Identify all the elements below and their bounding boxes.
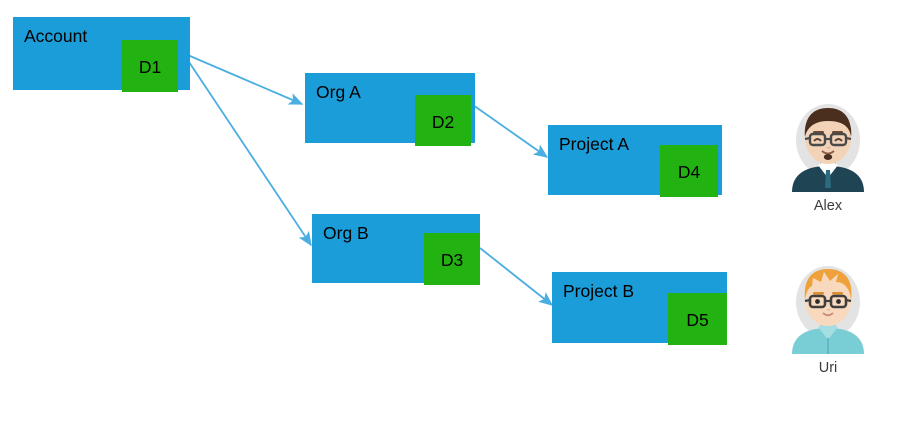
arrow-org-a-to-project-a xyxy=(472,104,549,158)
node-label-org-b: Org B xyxy=(323,223,369,243)
badge-label-d2: D2 xyxy=(431,111,455,132)
badge-d1[interactable]: D1 xyxy=(122,40,178,92)
avatar-uri xyxy=(780,258,876,354)
badge-d2[interactable]: D2 xyxy=(415,95,471,146)
arrow-account-to-org-b xyxy=(182,52,312,247)
arrow-org-b-to-project-b xyxy=(479,247,554,306)
badge-d5[interactable]: D5 xyxy=(668,293,727,345)
badge-label-d4: D4 xyxy=(677,162,701,182)
person-card-uri: Uri xyxy=(780,258,876,376)
node-label-account: Account xyxy=(24,26,88,46)
badge-label-d1: D1 xyxy=(138,57,162,77)
person-name-uri: Uri xyxy=(818,360,838,376)
avatar-alex xyxy=(780,96,876,192)
badge-d3[interactable]: D3 xyxy=(424,233,480,285)
person-name-alex: Alex xyxy=(813,198,843,214)
badge-label-d3: D3 xyxy=(440,250,464,270)
badge-d4[interactable]: D4 xyxy=(660,145,718,197)
node-label-org-a: Org A xyxy=(316,82,361,102)
arrow-account-to-org-a xyxy=(182,52,304,105)
badge-label-d5: D5 xyxy=(686,310,709,330)
node-label-project-b: Project B xyxy=(563,281,634,301)
person-card-alex: Alex xyxy=(780,96,876,214)
node-label-project-a: Project A xyxy=(559,134,630,154)
